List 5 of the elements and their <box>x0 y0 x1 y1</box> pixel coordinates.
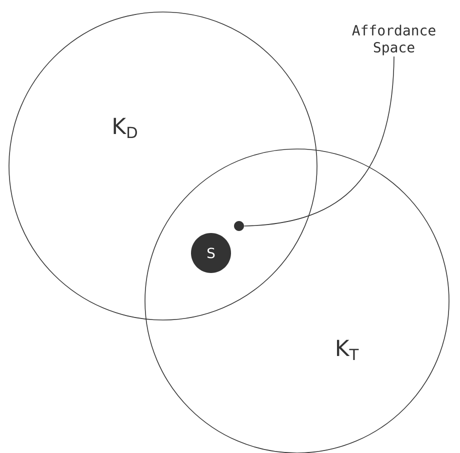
set-label: K$_{D}$ <box>114 118 137 138</box>
set-label: K$_{T}$ <box>337 340 359 360</box>
anchor-dot <box>234 221 244 231</box>
annotation-text: Affordance Space <box>352 24 436 56</box>
leader-line <box>244 56 394 226</box>
